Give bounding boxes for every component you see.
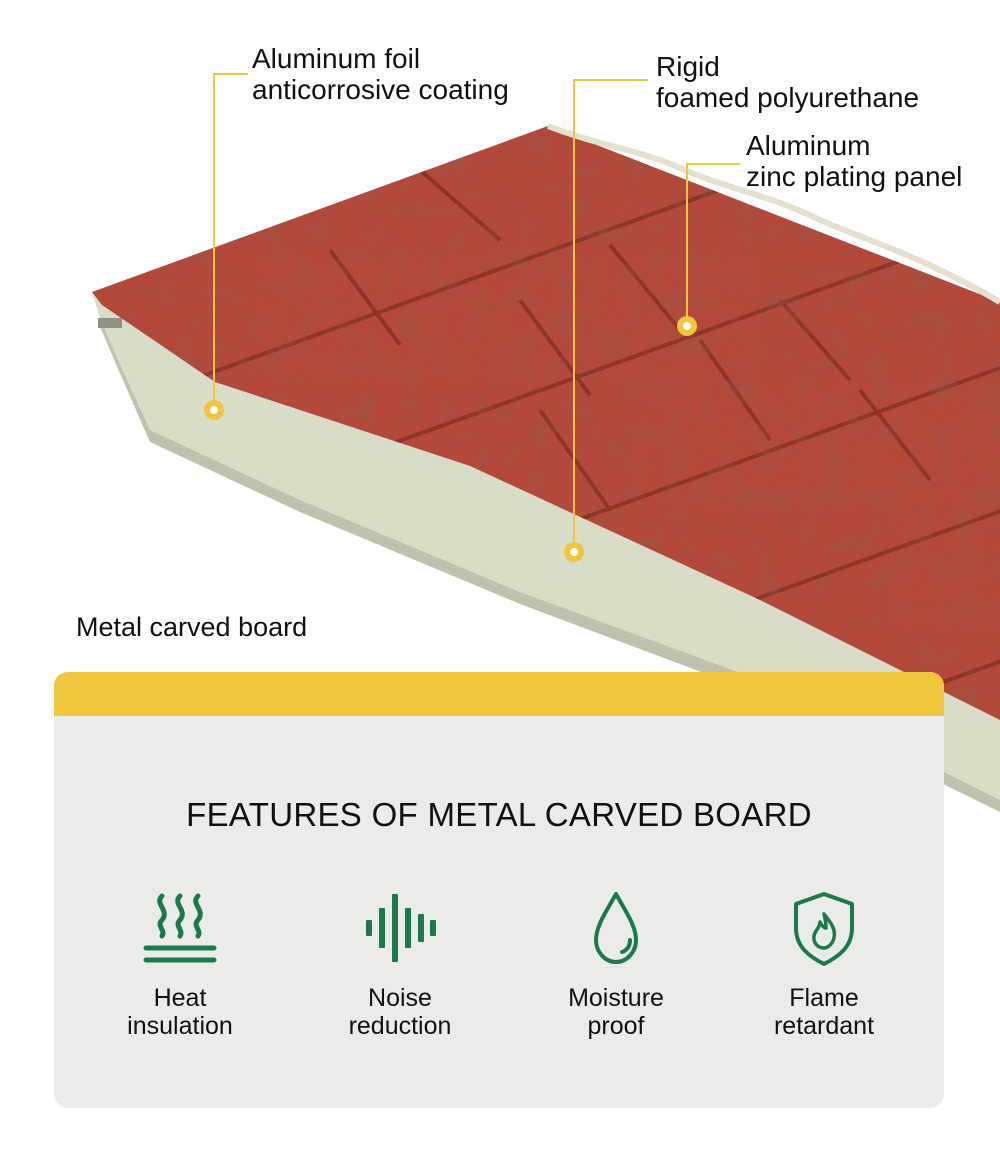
- features-title: FEATURES OF METAL CARVED BOARD: [186, 796, 812, 833]
- product-caption: Metal carved board: [76, 612, 308, 642]
- feature-label-line: reduction: [348, 1012, 452, 1040]
- feature-label-line: Moisture: [568, 984, 664, 1012]
- callout-zinc-panel: Aluminum zinc plating panel: [746, 130, 962, 192]
- noise-reduction-icon: [366, 894, 436, 962]
- card-accent-band: [54, 672, 944, 716]
- callout-line: anticorrosive coating: [252, 74, 509, 105]
- callout-line: zinc plating panel: [746, 161, 963, 192]
- callout-line: Aluminum foil: [252, 43, 421, 74]
- callout-line: Rigid: [656, 51, 720, 82]
- flame-shield-icon: [794, 892, 854, 966]
- feature-heat-insulation: Heat insulation: [80, 890, 280, 1040]
- callout-aluminum-foil: Aluminum foil anticorrosive coating: [252, 43, 509, 105]
- callout-leaders: [213, 73, 740, 548]
- panel-edge-seam: [546, 123, 1000, 305]
- heat-insulation-icon: [143, 893, 217, 963]
- callout-polyurethane: Rigid foamed polyurethane: [656, 51, 919, 113]
- features-card: FEATURES OF METAL CARVED BOARD Heat insu…: [54, 672, 944, 1108]
- feature-label-line: insulation: [127, 1012, 233, 1040]
- feature-label-line: retardant: [773, 1012, 875, 1040]
- callout-line: foamed polyurethane: [656, 82, 920, 113]
- panel-tongue: [98, 318, 122, 328]
- feature-label-line: proof: [587, 1012, 645, 1040]
- feature-moisture-proof: Moisture proof: [516, 890, 716, 1040]
- feature-label-line: Heat: [153, 984, 207, 1012]
- feature-label-line: Noise: [368, 984, 432, 1012]
- moisture-drop-icon: [594, 892, 638, 964]
- feature-flame-retardant: Flame retardant: [724, 890, 924, 1040]
- feature-label-line: Flame: [789, 984, 859, 1012]
- callout-dots: [204, 316, 697, 562]
- feature-noise-reduction: Noise reduction: [300, 890, 500, 1040]
- callout-line: Aluminum: [746, 130, 871, 161]
